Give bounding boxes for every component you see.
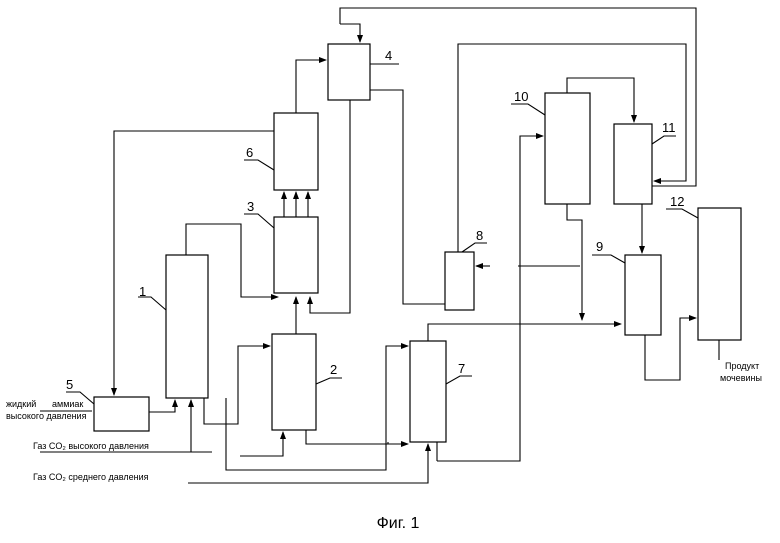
unit-8-box bbox=[445, 252, 474, 310]
unit-3-box bbox=[274, 217, 318, 293]
unit-number-9: 9 bbox=[596, 239, 603, 254]
unit-number-12: 12 bbox=[670, 194, 684, 209]
unit-number-2: 2 bbox=[330, 362, 337, 377]
unit-number-10: 10 bbox=[514, 89, 528, 104]
unit-11-box bbox=[614, 124, 652, 204]
unit-6-box bbox=[274, 113, 318, 190]
unit-7-box bbox=[410, 341, 446, 442]
unit-number-5: 5 bbox=[66, 377, 73, 392]
liquid-ammonia-label-1: жидкий bbox=[6, 399, 36, 409]
co2-high-label: Газ CO₂ высокого давления bbox=[33, 441, 149, 451]
unit-9-box bbox=[625, 255, 661, 335]
unit-1-box bbox=[166, 255, 208, 398]
unit-number-leaders bbox=[66, 64, 698, 404]
co2-medium-label: Газ CO₂ среднего давления bbox=[33, 472, 149, 482]
unit-4-box bbox=[328, 44, 370, 100]
product-label-2: мочевины bbox=[720, 373, 762, 383]
unit-number-4: 4 bbox=[385, 48, 392, 63]
liquid-ammonia-label-1b: аммиак bbox=[52, 399, 83, 409]
unit-number-3: 3 bbox=[247, 199, 254, 214]
product-label-1: Продукт bbox=[725, 361, 759, 371]
unit-10-box bbox=[545, 93, 590, 204]
unit-number-7: 7 bbox=[458, 361, 465, 376]
unit-12-box bbox=[698, 208, 741, 340]
unit-2-box bbox=[272, 334, 316, 430]
unit-number-6: 6 bbox=[246, 145, 253, 160]
unit-number-1: 1 bbox=[139, 284, 146, 299]
unit-number-8: 8 bbox=[476, 228, 483, 243]
figure-caption: Фиг. 1 bbox=[377, 515, 420, 532]
unit-5-box bbox=[94, 397, 149, 431]
unit-number-11: 11 bbox=[662, 120, 676, 135]
liquid-ammonia-label-2: высокого давления bbox=[6, 411, 87, 421]
